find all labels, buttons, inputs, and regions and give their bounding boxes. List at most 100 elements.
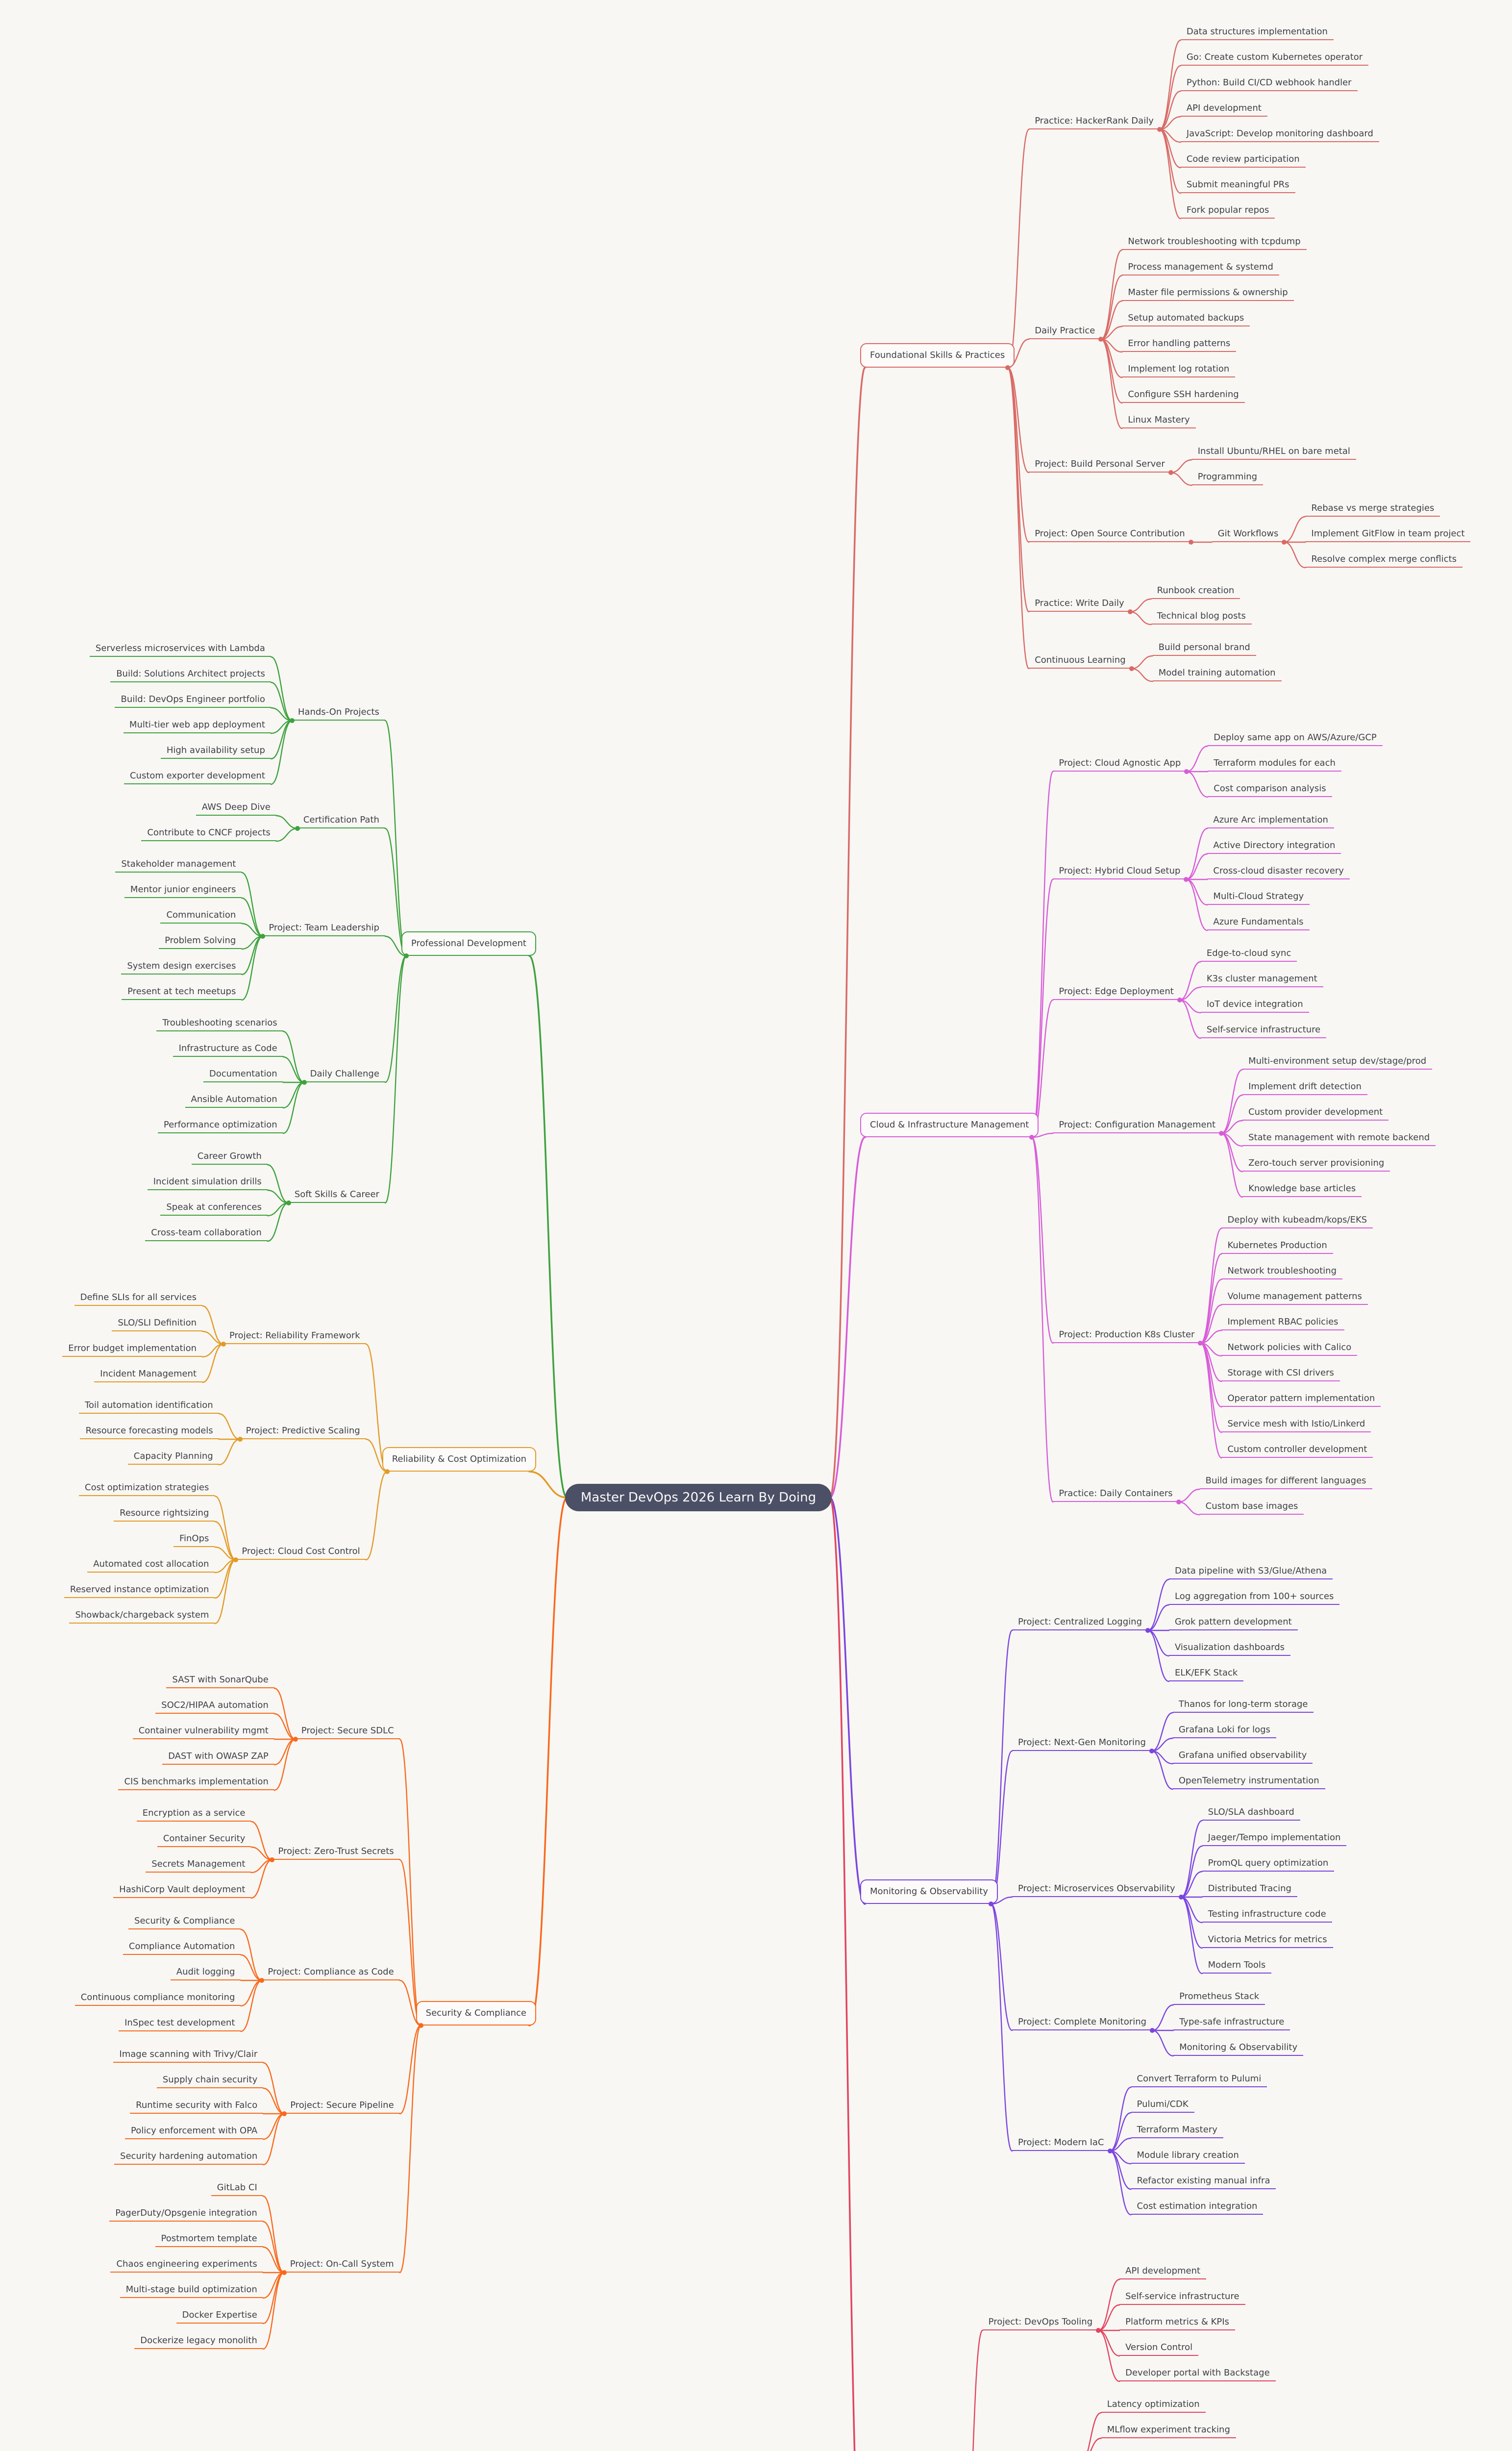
topic-node-project-open-source-contribution[interactable]: Project: Open Source Contribution xyxy=(1029,526,1191,542)
leaf-node-secrets-management: Secrets Management xyxy=(146,1857,251,1873)
topic-node-project-microservices-observability[interactable]: Project: Microservices Observability xyxy=(1012,1881,1181,1897)
edge xyxy=(1180,1871,1203,1898)
topic-node-project-secure-sdlc[interactable]: Project: Secure SDLC xyxy=(295,1724,400,1739)
leaf-node-victoria-metrics-for-metrics: Victoria Metrics for metrics xyxy=(1202,1932,1333,1948)
topic-node-project-on-call-system[interactable]: Project: On-Call System xyxy=(284,2257,400,2273)
node-anchor-dot xyxy=(1129,666,1134,671)
leaf-node-encryption-as-a-service: Encryption as a service xyxy=(136,1806,251,1822)
branch-node-cloud-infrastructure-management[interactable]: Cloud & Infrastructure Management xyxy=(860,1113,1039,1137)
leaf-node-configure-ssh-hardening: Configure SSH hardening xyxy=(1122,387,1245,403)
leaf-node-inspec-test-development: InSpec test development xyxy=(119,2016,241,2031)
edge xyxy=(1097,2329,1120,2357)
leaf-node-build-solutions-architect-projects: Build: Solutions Architect projects xyxy=(110,667,271,682)
topic-node-project-centralized-logging[interactable]: Project: Centralized Logging xyxy=(1012,1615,1148,1630)
leaf-node-policy-enforcement-with-opa: Policy enforcement with OPA xyxy=(125,2124,264,2139)
edge xyxy=(1200,1253,1222,1344)
leaf-node-ansible-automation: Ansible Automation xyxy=(185,1092,283,1108)
topic-node-project-devops-tooling[interactable]: Project: DevOps Tooling xyxy=(982,2315,1099,2330)
leaf-node-implement-log-rotation: Implement log rotation xyxy=(1122,362,1236,377)
leaf-node-process-management-systemd: Process management & systemd xyxy=(1122,260,1279,275)
node-anchor-dot xyxy=(1145,1628,1150,1633)
edge xyxy=(273,1687,296,1740)
root-node[interactable]: Master DevOps 2026 Learn By Doing xyxy=(565,1484,832,1511)
branch-node-reliability-cost-optimization[interactable]: Reliability & Cost Optimization xyxy=(382,1447,536,1472)
edge xyxy=(1178,1488,1200,1503)
edge xyxy=(1129,598,1152,613)
topic-node-project-production-k8s-cluster[interactable]: Project: Production K8s Cluster xyxy=(1053,1327,1201,1343)
edge xyxy=(990,1903,1013,2152)
topic-node-practice-write-daily[interactable]: Practice: Write Daily xyxy=(1029,596,1130,612)
topic-node-daily-challenge[interactable]: Daily Challenge xyxy=(304,1067,385,1082)
topic-node-project-reliability-framework[interactable]: Project: Reliability Framework xyxy=(223,1328,366,1344)
leaf-node-network-policies-with-calico: Network policies with Calico xyxy=(1221,1340,1358,1356)
leaf-node-cis-benchmarks-implementation: CIS benchmarks implementation xyxy=(118,1775,274,1790)
edge xyxy=(384,720,407,957)
topic-node-project-ml-pipeline[interactable]: Project: ML Pipeline xyxy=(983,2448,1080,2451)
node-anchor-dot xyxy=(418,2023,423,2028)
edge xyxy=(240,1979,263,2007)
edge xyxy=(1109,2112,1132,2152)
leaf-node-speak-at-conferences: Speak at conferences xyxy=(160,1200,268,1216)
topic-node-project-predictive-scaling[interactable]: Project: Predictive Scaling xyxy=(240,1424,366,1439)
topic-node-project-cloud-cost-control[interactable]: Project: Cloud Cost Control xyxy=(236,1544,366,1560)
topic-node-project-next-gen-monitoring[interactable]: Project: Next-Gen Monitoring xyxy=(1012,1735,1152,1751)
leaf-node-reserved-instance-optimization: Reserved instance optimization xyxy=(64,1582,215,1598)
topic-node-project-configuration-management[interactable]: Project: Configuration Management xyxy=(1053,1118,1222,1133)
leaf-node-zero-touch-server-provisioning: Zero-touch server provisioning xyxy=(1242,1156,1390,1172)
edge xyxy=(1180,1845,1203,1898)
leaf-node-performance-optimization: Performance optimization xyxy=(157,1118,283,1133)
branch-node-foundational-skills-practices[interactable]: Foundational Skills & Practices xyxy=(860,343,1015,368)
topic-node-project-secure-pipeline[interactable]: Project: Secure Pipeline xyxy=(284,2098,400,2114)
topic-node-daily-practice[interactable]: Daily Practice xyxy=(1029,324,1101,339)
leaf-node-terraform-mastery: Terraform Mastery xyxy=(1131,2123,1223,2138)
edge xyxy=(1129,611,1152,625)
node-anchor-dot xyxy=(259,1978,265,1983)
topic-node-project-team-leadership[interactable]: Project: Team Leadership xyxy=(263,921,385,936)
edge xyxy=(365,1438,388,1473)
topic-node-project-compliance-as-code[interactable]: Project: Compliance as Code xyxy=(262,1965,400,1980)
edge xyxy=(270,656,293,722)
edge xyxy=(1109,2086,1132,2152)
topic-node-project-edge-deployment[interactable]: Project: Edge Deployment xyxy=(1053,984,1180,1000)
leaf-node-custom-provider-development: Custom provider development xyxy=(1242,1105,1389,1121)
topic-node-hands-on-projects[interactable]: Hands-On Projects xyxy=(292,705,385,721)
leaf-node-setup-automated-backups: Setup automated backups xyxy=(1122,311,1250,326)
leaf-node-log-aggregation-from-100-sources: Log aggregation from 100+ sources xyxy=(1168,1589,1340,1605)
topic-node-project-hybrid-cloud-setup[interactable]: Project: Hybrid Cloud Setup xyxy=(1053,864,1187,879)
topic-node-certification-path[interactable]: Certification Path xyxy=(297,813,385,828)
leaf-node-self-service-infrastructure: Self-service infrastructure xyxy=(1119,2289,1245,2305)
edge xyxy=(1031,771,1054,1138)
topic-node-project-build-personal-server[interactable]: Project: Build Personal Server xyxy=(1029,457,1171,473)
edge xyxy=(1087,2412,1102,2451)
leaf-node-serverless-microservices-with-lambda: Serverless microservices with Lambda xyxy=(89,641,271,657)
node-anchor-dot xyxy=(233,1557,239,1562)
branch-node-monitoring-observability[interactable]: Monitoring & Observability xyxy=(860,1879,998,1904)
edge xyxy=(282,1081,305,1109)
edge xyxy=(1131,655,1153,670)
leaf-node-troubleshooting-scenarios: Troubleshooting scenarios xyxy=(156,1016,283,1031)
topic-node-continuous-learning[interactable]: Continuous Learning xyxy=(1029,653,1132,669)
leaf-node-visualization-dashboards: Visualization dashboards xyxy=(1168,1640,1290,1656)
topic-node-project-modern-iac[interactable]: Project: Modern IaC xyxy=(1012,2135,1110,2151)
edge xyxy=(1007,367,1030,543)
topic-node-practice-hackerrank-daily[interactable]: Practice: HackerRank Daily xyxy=(1029,114,1160,129)
edge xyxy=(1031,1136,1054,1344)
edge xyxy=(1186,853,1208,880)
topic-node-git-workflows[interactable]: Git Workflows xyxy=(1212,526,1285,542)
topic-node-project-zero-trust-secrets[interactable]: Project: Zero-Trust Secrets xyxy=(272,1844,400,1860)
leaf-node-master-file-permissions-ownership: Master file permissions & ownership xyxy=(1122,285,1294,301)
branch-node-professional-development[interactable]: Professional Development xyxy=(401,931,536,956)
topic-node-soft-skills-career[interactable]: Soft Skills & Career xyxy=(288,1187,385,1203)
node-anchor-dot xyxy=(286,1200,291,1205)
edge xyxy=(1200,1278,1222,1344)
edge xyxy=(1220,1069,1243,1134)
leaf-node-postmortem-template: Postmortem template xyxy=(155,2231,263,2247)
edge xyxy=(282,1081,305,1134)
topic-node-project-cloud-agnostic-app[interactable]: Project: Cloud Agnostic App xyxy=(1053,756,1187,772)
topic-node-practice-daily-containers[interactable]: Practice: Daily Containers xyxy=(1053,1486,1179,1502)
branch-node-security-compliance[interactable]: Security & Compliance xyxy=(416,2001,536,2026)
topic-node-project-complete-monitoring[interactable]: Project: Complete Monitoring xyxy=(1012,2015,1153,2030)
edge xyxy=(1007,367,1030,474)
edge xyxy=(267,1189,289,1204)
